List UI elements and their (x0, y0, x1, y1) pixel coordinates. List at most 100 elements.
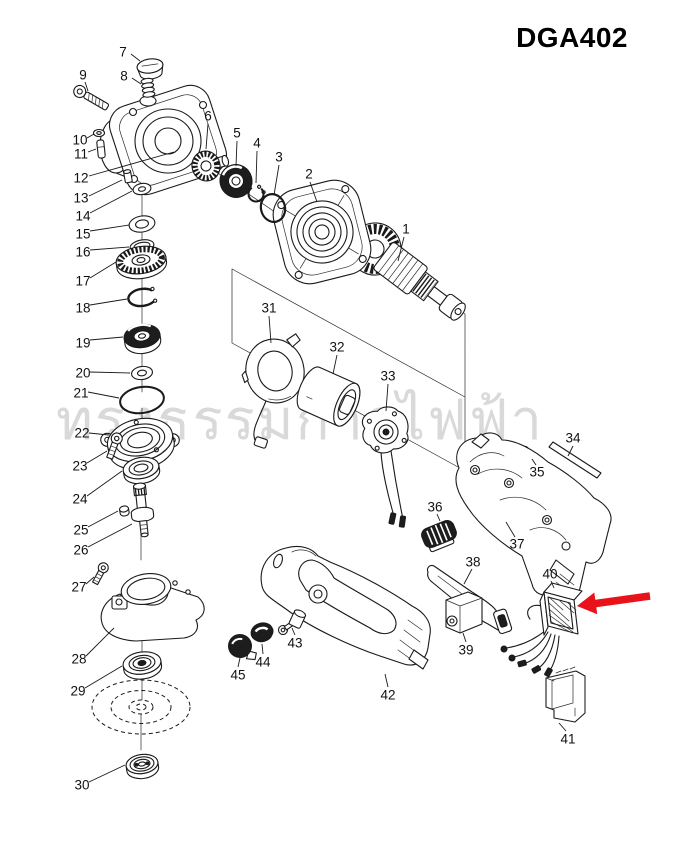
stator-sleeve-32-drawing (296, 366, 361, 427)
part-callout-26: 26 (73, 523, 133, 558)
part-callout-38: 38 (463, 555, 481, 585)
svg-text:14: 14 (75, 209, 91, 224)
nameplate-34-drawing (548, 441, 602, 479)
svg-text:44: 44 (255, 655, 271, 670)
grommet-44-drawing (250, 622, 274, 643)
part-callout-40: 40 (542, 567, 558, 589)
cap-7-drawing (136, 58, 164, 80)
svg-text:12: 12 (73, 171, 88, 186)
o-ring-21-drawing (119, 385, 165, 415)
o-ring-3-drawing (259, 193, 287, 223)
svg-text:3: 3 (275, 150, 283, 165)
svg-text:11: 11 (74, 147, 88, 162)
svg-text:4: 4 (253, 136, 261, 151)
svg-text:43: 43 (287, 636, 302, 651)
svg-text:36: 36 (427, 500, 442, 515)
screw-sleeve-43-drawing (277, 609, 307, 636)
part-callout-19: 19 (75, 336, 124, 351)
svg-text:10: 10 (72, 133, 87, 148)
svg-text:30: 30 (74, 778, 89, 793)
part-callout-24: 24 (72, 470, 123, 507)
washer-15-drawing (128, 215, 156, 233)
part-callout-32: 32 (329, 340, 345, 375)
model-title: DGA402 (516, 22, 628, 53)
svg-text:17: 17 (75, 274, 90, 289)
wheel-guard-28-drawing (100, 573, 205, 642)
part-callout-5: 5 (233, 126, 241, 167)
washer-14-drawing (132, 182, 152, 196)
screw-23-drawing (106, 432, 123, 460)
controller-40-drawing (500, 582, 583, 678)
part-callout-22: 22 (74, 426, 110, 441)
washer-20-drawing (131, 365, 153, 381)
pin-11-drawing (96, 139, 106, 159)
sensor-ring-31-drawing (241, 333, 305, 449)
part-callout-15: 15 (75, 224, 130, 242)
part-callout-16: 16 (75, 245, 130, 260)
part-callout-21: 21 (73, 386, 120, 401)
svg-text:29: 29 (70, 684, 85, 699)
part-callout-28: 28 (71, 627, 115, 667)
part-callout-7: 7 (119, 45, 141, 62)
sleeve-13-drawing (123, 169, 133, 184)
part-callout-11: 11 (74, 147, 97, 162)
part-callout-33: 33 (380, 369, 396, 412)
part-callout-36: 36 (427, 500, 443, 522)
part-callout-3: 3 (273, 150, 283, 196)
svg-text:1: 1 (402, 222, 410, 237)
svg-text:35: 35 (529, 465, 544, 480)
part-callout-31: 31 (261, 301, 277, 344)
svg-text:6: 6 (204, 109, 212, 124)
svg-text:20: 20 (75, 366, 90, 381)
nut-25-drawing (118, 505, 130, 517)
part-callout-12: 12 (73, 151, 175, 186)
part-callout-42: 42 (380, 673, 396, 703)
pinion-gear-6-drawing (191, 150, 230, 182)
bearing-retainer-plate-drawing (272, 179, 372, 285)
part-callout-18: 18 (75, 298, 128, 316)
part-callout-9: 9 (79, 68, 89, 92)
part-callout-44: 44 (255, 643, 271, 670)
part-callout-30: 30 (74, 764, 126, 793)
svg-text:45: 45 (230, 668, 245, 683)
svg-text:26: 26 (73, 543, 88, 558)
part-callout-39: 39 (458, 632, 474, 658)
front-housing-42-drawing (260, 545, 431, 670)
motor-bracket-33-drawing (361, 406, 409, 528)
svg-text:38: 38 (465, 555, 480, 570)
part-callout-41: 41 (558, 722, 576, 747)
grinding-wheel-dashed-drawing (91, 679, 191, 735)
svg-text:23: 23 (72, 459, 87, 474)
svg-text:22: 22 (74, 426, 89, 441)
slide-button-36-drawing (421, 519, 457, 553)
svg-text:41: 41 (560, 732, 575, 747)
svg-text:7: 7 (119, 45, 127, 60)
part-callout-45: 45 (230, 657, 246, 683)
part-callout-43: 43 (287, 627, 303, 651)
part-callout-14: 14 (75, 190, 133, 224)
ring-10-drawing (92, 128, 106, 138)
part-callout-34: 34 (565, 431, 581, 457)
gear-housing-drawing (99, 84, 228, 196)
svg-text:15: 15 (75, 227, 90, 242)
rear-housing-37-drawing (455, 432, 612, 603)
spindle-26-drawing (130, 482, 155, 538)
svg-text:33: 33 (380, 369, 395, 384)
ball-bearing-5-drawing (219, 164, 253, 198)
part-callout-35: 35 (529, 458, 545, 480)
callout-labels: 1234567891011121314151617181920212223242… (70, 45, 581, 793)
part-callout-2: 2 (305, 167, 318, 203)
svg-text:31: 31 (261, 301, 276, 316)
svg-text:24: 24 (72, 492, 88, 507)
part-callout-23: 23 (72, 450, 108, 474)
svg-text:40: 40 (542, 567, 557, 582)
highlight-arrow (577, 592, 651, 615)
svg-text:13: 13 (73, 191, 88, 206)
terminal-housing-41-drawing (545, 666, 586, 723)
bolt-9-drawing (73, 84, 110, 111)
part-callout-17: 17 (75, 261, 117, 289)
circlip-18-drawing (127, 286, 158, 308)
svg-text:8: 8 (120, 69, 128, 84)
svg-text:25: 25 (73, 523, 88, 538)
part-callout-8: 8 (120, 69, 142, 85)
